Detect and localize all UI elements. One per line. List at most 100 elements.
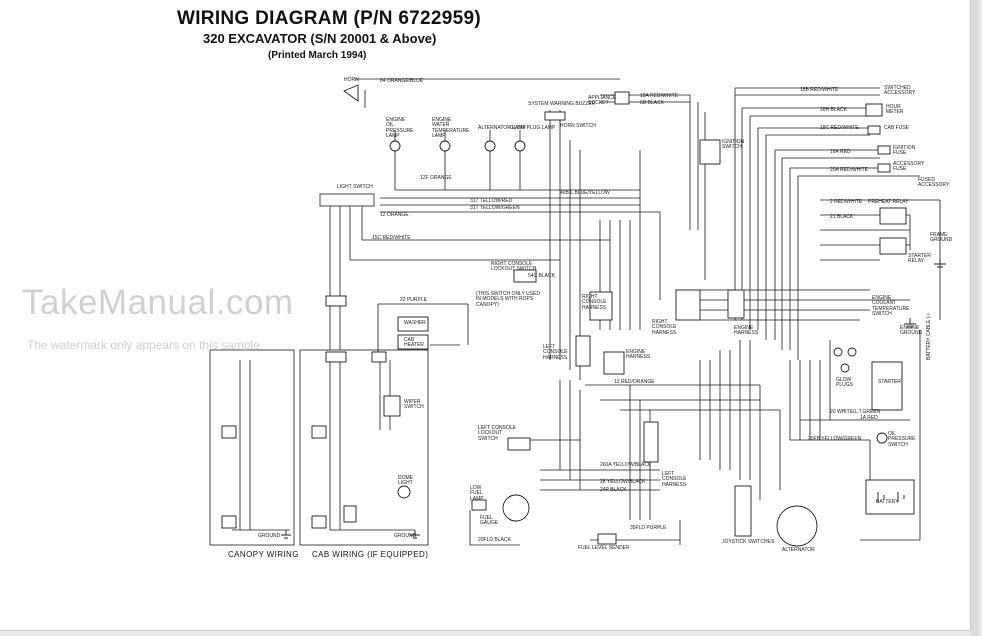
preheat-relay-label: PREHEAT RELAY bbox=[868, 199, 909, 205]
low-fuel-lamp-label: LOW FUEL LAMP bbox=[470, 485, 484, 502]
hour-meter-label: HOUR METER bbox=[886, 104, 904, 116]
starter-icon bbox=[871, 361, 903, 411]
fuel-sender-label: FUEL LEVEL SENDER bbox=[578, 545, 630, 551]
wire-label: 12F ORANGE bbox=[420, 175, 452, 181]
oil-pressure-switch-icon bbox=[876, 432, 888, 444]
left-console-harness-icon bbox=[575, 335, 591, 367]
cab-wiring-box bbox=[299, 349, 429, 546]
cab-fuse-label: CAB FUSE bbox=[884, 125, 910, 131]
washer-label: WASHER bbox=[404, 320, 426, 326]
printed-date: (Printed March 1994) bbox=[268, 50, 367, 61]
low-fuel-lamp-icon bbox=[471, 499, 487, 511]
water-lamp-icon bbox=[439, 140, 451, 152]
cab-heater-icon bbox=[397, 334, 429, 350]
wire-label: 20FLD BLACK bbox=[478, 537, 511, 543]
wire-label: 18B RED/WHITE bbox=[800, 87, 839, 93]
watermark-site: TakeManual.com bbox=[22, 283, 294, 322]
wire-label: 15C RED/WHITE bbox=[372, 235, 411, 241]
lockout-note: (THIS SWITCH ONLY USED IN MODELS WITH RO… bbox=[476, 291, 540, 308]
appliance-label: APPLIANCE SOCKET bbox=[588, 95, 617, 107]
alternator-lamp-icon bbox=[484, 140, 496, 152]
wire-label: 2 RED/WHITE bbox=[830, 199, 863, 205]
starter-relay-icon bbox=[879, 237, 907, 255]
wire-label: 16A RED bbox=[830, 149, 851, 155]
wiper-switch-label: WIPER SWITCH bbox=[404, 399, 424, 411]
starter-relay-label: STARTER RELAY bbox=[908, 253, 931, 265]
wire-label: 20H BLACK bbox=[820, 107, 847, 113]
battery-icon bbox=[865, 479, 915, 515]
wire-label: 18C RED/WHITE bbox=[820, 125, 859, 131]
scrollbar[interactable] bbox=[971, 0, 979, 636]
frame-ground-icon bbox=[934, 258, 946, 268]
engine-harness-connector-icon bbox=[675, 289, 701, 321]
wire-label: 22 PURPLE bbox=[400, 297, 427, 303]
fused-accessory-label: FUSED ACCESSORY bbox=[918, 177, 950, 189]
left-lockout-switch-icon bbox=[507, 437, 531, 451]
ignition-fuse-label: IGNITION FUSE bbox=[893, 145, 916, 157]
wire-label: 260A YELLOW/BLACK bbox=[600, 462, 652, 468]
cab-light-icon bbox=[311, 425, 327, 439]
right-console-harness-label: RIGHT CONSOLE HARNESS bbox=[582, 294, 607, 311]
cab-light-icon bbox=[311, 515, 327, 529]
dome-light-label: DOME LIGHT bbox=[398, 475, 413, 487]
wire-label: 64 ORANGE/BLUE bbox=[380, 78, 424, 84]
wire-label: 35FLD PURPLE bbox=[630, 525, 667, 531]
horn-label: HORN bbox=[344, 77, 359, 83]
preheat-relay-icon bbox=[879, 207, 907, 225]
appliance-socket-icon bbox=[614, 91, 630, 105]
engine-ground-label: ENGINE GROUND bbox=[900, 325, 923, 337]
glow-plug-icon bbox=[833, 347, 843, 357]
wiring-schematic bbox=[209, 78, 946, 547]
wire-label: 1A RED bbox=[860, 415, 878, 421]
page-subtitle: 320 EXCAVATOR (S/N 20001 & Above) bbox=[203, 31, 437, 46]
left-console-harness-label-2: LEFT CONSOLE HARNESS bbox=[662, 471, 687, 488]
wire-label: 24P BLACK bbox=[600, 487, 627, 493]
ignition-switch-icon bbox=[699, 139, 721, 165]
wire-label: 13 RED/ORANGE bbox=[614, 379, 655, 385]
wire-label: 12 ORANGE bbox=[380, 212, 409, 218]
oil-lamp-label: ENGINE OIL PRESSURE LAMP bbox=[386, 117, 414, 139]
wire-label: 21 BLACK bbox=[830, 214, 854, 220]
light-switch-label: LIGHT SWITCH bbox=[337, 184, 373, 190]
alternator-icon bbox=[776, 505, 818, 547]
horn-icon bbox=[343, 84, 359, 102]
horn-switch-label: HORN SWITCH bbox=[560, 123, 596, 129]
wiper-switch-icon bbox=[383, 395, 401, 417]
accessory-fuse-label: ACCESSORY FUSE bbox=[893, 161, 925, 173]
ignition-fuse-icon bbox=[877, 145, 891, 155]
coolant-switch-label: ENGINE COOLANT TEMPERATURE SWITCH bbox=[872, 295, 910, 317]
cab-wiring-caption: CAB WIRING (IF EQUIPPED) bbox=[312, 550, 429, 559]
buzzer-label: SYSTEM WARNING BUZZER bbox=[528, 101, 596, 107]
left-lockout-label: LEFT CONSOLE LOCKOUT SWITCH bbox=[478, 425, 516, 442]
battery-cable-label: BATTERY CABLE (-) bbox=[926, 313, 932, 360]
washer-icon bbox=[397, 316, 429, 332]
wire-label: 18A RED/WHITE bbox=[640, 93, 679, 99]
right-lockout-switch-icon bbox=[513, 269, 537, 283]
wire-label: 20FB YELLOW/GREEN bbox=[808, 436, 862, 442]
alternator-lamp-label: ALTERNATOR LAMP bbox=[478, 125, 526, 131]
joystick-label: JOYSTICK SWITCHES bbox=[722, 539, 775, 545]
engine-harness-label: ENGINE HARNESS bbox=[734, 325, 759, 337]
page-title: WIRING DIAGRAM (P/N 6722959) bbox=[177, 8, 482, 29]
fuel-gauge-icon bbox=[502, 494, 530, 522]
ignition-switch-label: IGNITION SWITCH bbox=[722, 139, 745, 151]
wire-label: 6B BLACK bbox=[640, 100, 664, 106]
battery-label: BATTERY bbox=[876, 499, 899, 505]
dome-light-icon bbox=[397, 485, 411, 499]
glow-lamp-label: GLOW PLUG LAMP bbox=[510, 125, 556, 131]
switched-accessory-label: SWITCHED ACCESSORY bbox=[884, 85, 916, 97]
accessory-fuse-icon bbox=[877, 163, 891, 173]
cab-heater-label: CAB HEATER bbox=[404, 337, 424, 349]
frame-ground-label: FRAME GROUND bbox=[930, 232, 953, 244]
right-lockout-label: RIGHT CONSOLE LOCKOUT SWITCH bbox=[491, 261, 537, 273]
oil-pressure-switch-label: OIL PRESSURE SWITCH bbox=[888, 431, 916, 448]
cab-fuse-icon bbox=[867, 125, 881, 135]
watermark-note: The watermark only appears on this sampl… bbox=[27, 338, 260, 352]
buzzer-icon bbox=[544, 111, 566, 121]
canopy-ground-label: GROUND bbox=[258, 533, 281, 539]
canopy-light-icon bbox=[221, 425, 237, 439]
wire-label: 317 TELLOW/RED bbox=[470, 198, 513, 204]
glow-plug-icon bbox=[840, 363, 850, 373]
glow-plug-icon bbox=[847, 347, 857, 357]
